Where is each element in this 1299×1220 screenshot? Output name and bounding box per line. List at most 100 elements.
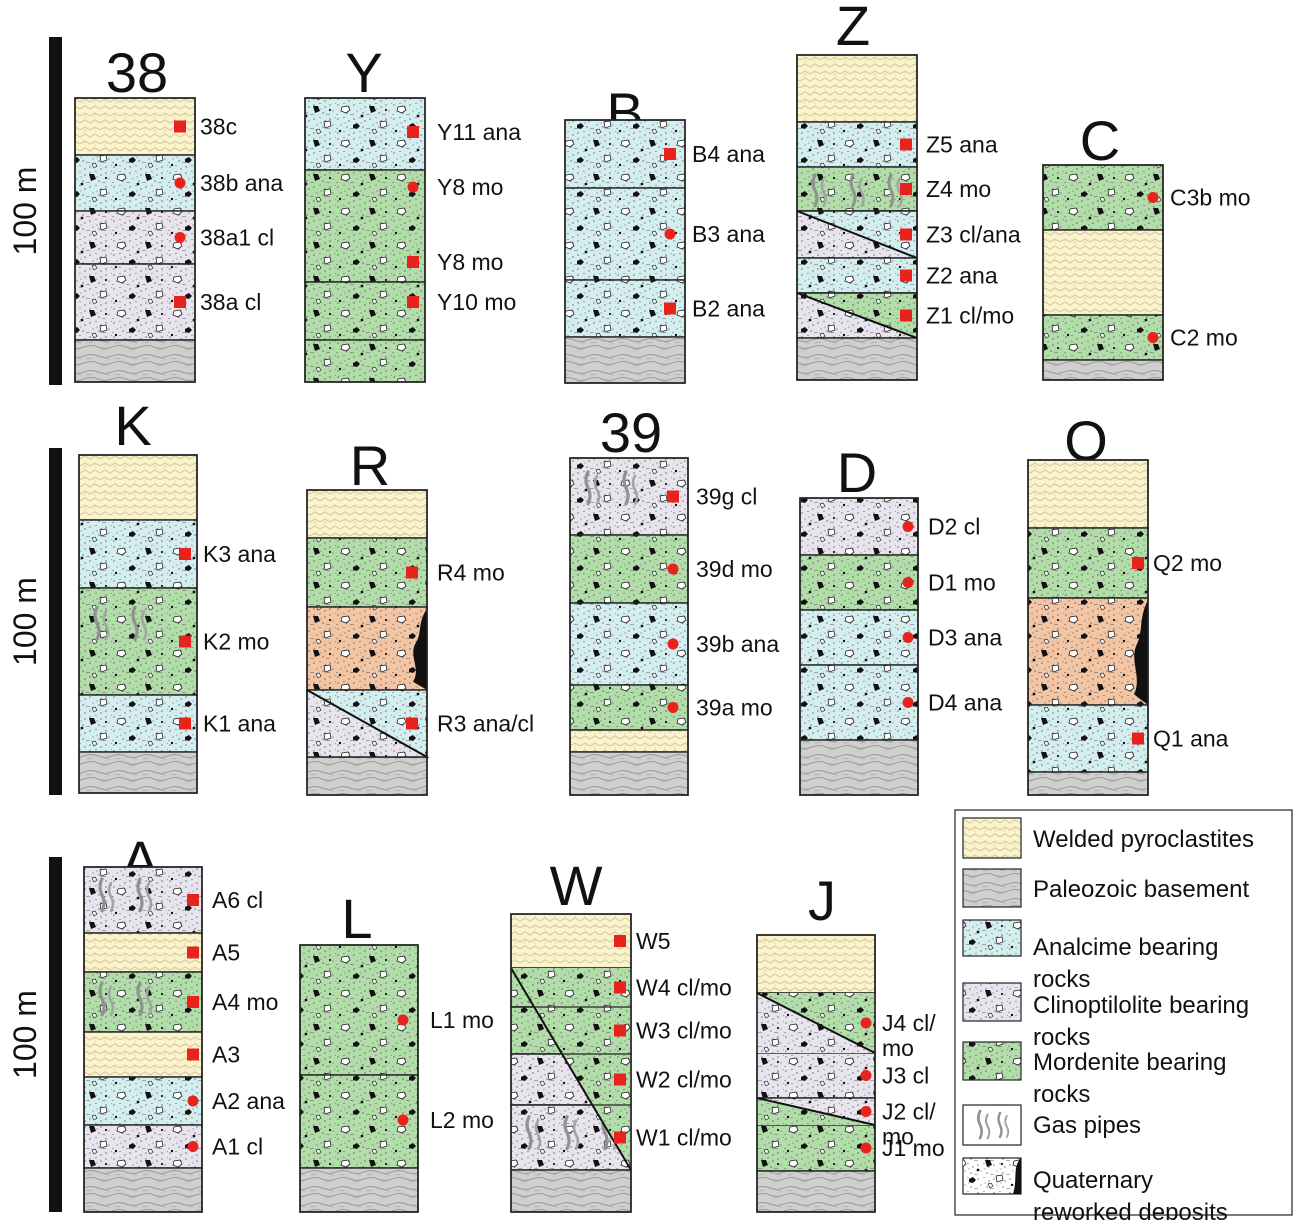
sample-label: K2 mo [203,629,269,655]
sample-marker-circle [1147,192,1159,203]
layer-analcime [1027,704,1149,773]
sample-label: 38c [200,114,237,140]
sample-label: Z3 cl/ana [926,222,1021,248]
sample-marker-square [900,228,912,241]
column-outline [306,489,428,796]
sample-marker-circle [860,1017,872,1029]
scale-label: 100 m [7,167,43,256]
sample-label: Y8 mo [437,249,503,275]
sample-label: 39d mo [696,556,773,582]
sample-marker-square [406,566,418,579]
sample-label: R3 ana/cl [437,711,534,737]
legend-swatch [962,817,1022,859]
layer-mordenite [78,587,198,696]
quaternary-reworked-wedge [1134,600,1148,705]
sample-label: W5 [636,928,671,954]
sample-marker-square [614,1073,626,1086]
sample-label: L1 mo [430,1007,494,1033]
sample-marker-square [179,635,191,648]
sample-marker-circle [1147,332,1159,343]
column-title: K [114,394,151,457]
sample-marker-circle [397,1114,409,1126]
legend-item-basement: Paleozoic basement [962,868,1249,908]
scale-label: 100 m [7,990,43,1079]
column-outline [78,454,198,794]
column-outline [799,497,919,796]
layer-mordenite [304,339,426,383]
layer-basement [1027,771,1149,796]
legend-label: Gas pipes [1033,1112,1141,1139]
layer-welded [306,489,428,539]
layer-clinoptilolite [799,497,919,556]
legend-label: Welded pyroclastites [1033,826,1254,853]
legend-swatch [962,1041,1022,1081]
layer-basement [306,756,428,796]
column-title: W [550,854,603,917]
layer-welded [510,913,632,969]
sample-label: A4 mo [212,989,278,1015]
sample-marker-circle [860,1070,872,1081]
layer-basement [299,1167,419,1213]
layer-basement [569,751,689,796]
scale-bar-top: 100 m [7,37,62,385]
layer-welded [1027,459,1149,529]
sample-marker-square [1132,732,1144,745]
layer-welded [1042,229,1164,316]
sample-label: A1 cl [212,1134,263,1160]
sample-marker-circle [174,177,186,189]
sample-marker-circle [174,232,186,243]
quaternary-reworked-wedge [413,608,427,690]
legend-item-welded: Welded pyroclastites [962,817,1254,859]
sample-marker-square [407,256,419,268]
sample-label: J1 mo [882,1135,945,1161]
sample-label: D3 ana [928,625,1002,651]
sample-marker-circle [187,1141,199,1152]
sample-label: W2 cl/mo [636,1067,732,1093]
layer-basement [756,1170,876,1213]
legend-swatch [962,982,1022,1022]
column-title: R [350,434,390,497]
sample-label: A6 cl [212,887,263,913]
sample-marker-circle [860,1106,872,1117]
scale-label: 100 m [7,577,43,666]
layer-clinoptilolite [756,1052,876,1099]
sample-marker-circle [667,702,679,713]
sample-marker-square [664,148,676,160]
sample-marker-square [407,126,419,138]
sample-marker-square [179,548,191,560]
layer-analcime [796,121,918,168]
quaternary-reworked-wedge [1013,1158,1021,1194]
sample-marker-circle [667,638,679,650]
sample-marker-circle [902,632,914,643]
scale-bar [49,857,62,1212]
layer-basement [1042,359,1164,381]
sample-label: D1 mo [928,570,996,596]
column-title: Z [836,0,870,57]
layer-basement [83,1167,203,1213]
sample-label: K1 ana [203,711,276,737]
sample-label: 38a cl [200,289,261,315]
sample-label: Y11 ana [437,119,521,145]
sample-label: Z2 ana [926,263,998,289]
layer-analcime [799,664,919,741]
sample-label: J3 cl [882,1063,929,1089]
sample-marker-square [187,894,199,906]
sample-label: J4 cl/mo [882,1010,936,1061]
column-outline [796,54,918,381]
sample-label: J2 cl/mo [882,1099,936,1150]
sample-label: W1 cl/mo [636,1125,732,1151]
sample-marker-square [900,138,912,151]
sample-marker-circle [902,697,914,708]
contact-line [306,689,428,758]
